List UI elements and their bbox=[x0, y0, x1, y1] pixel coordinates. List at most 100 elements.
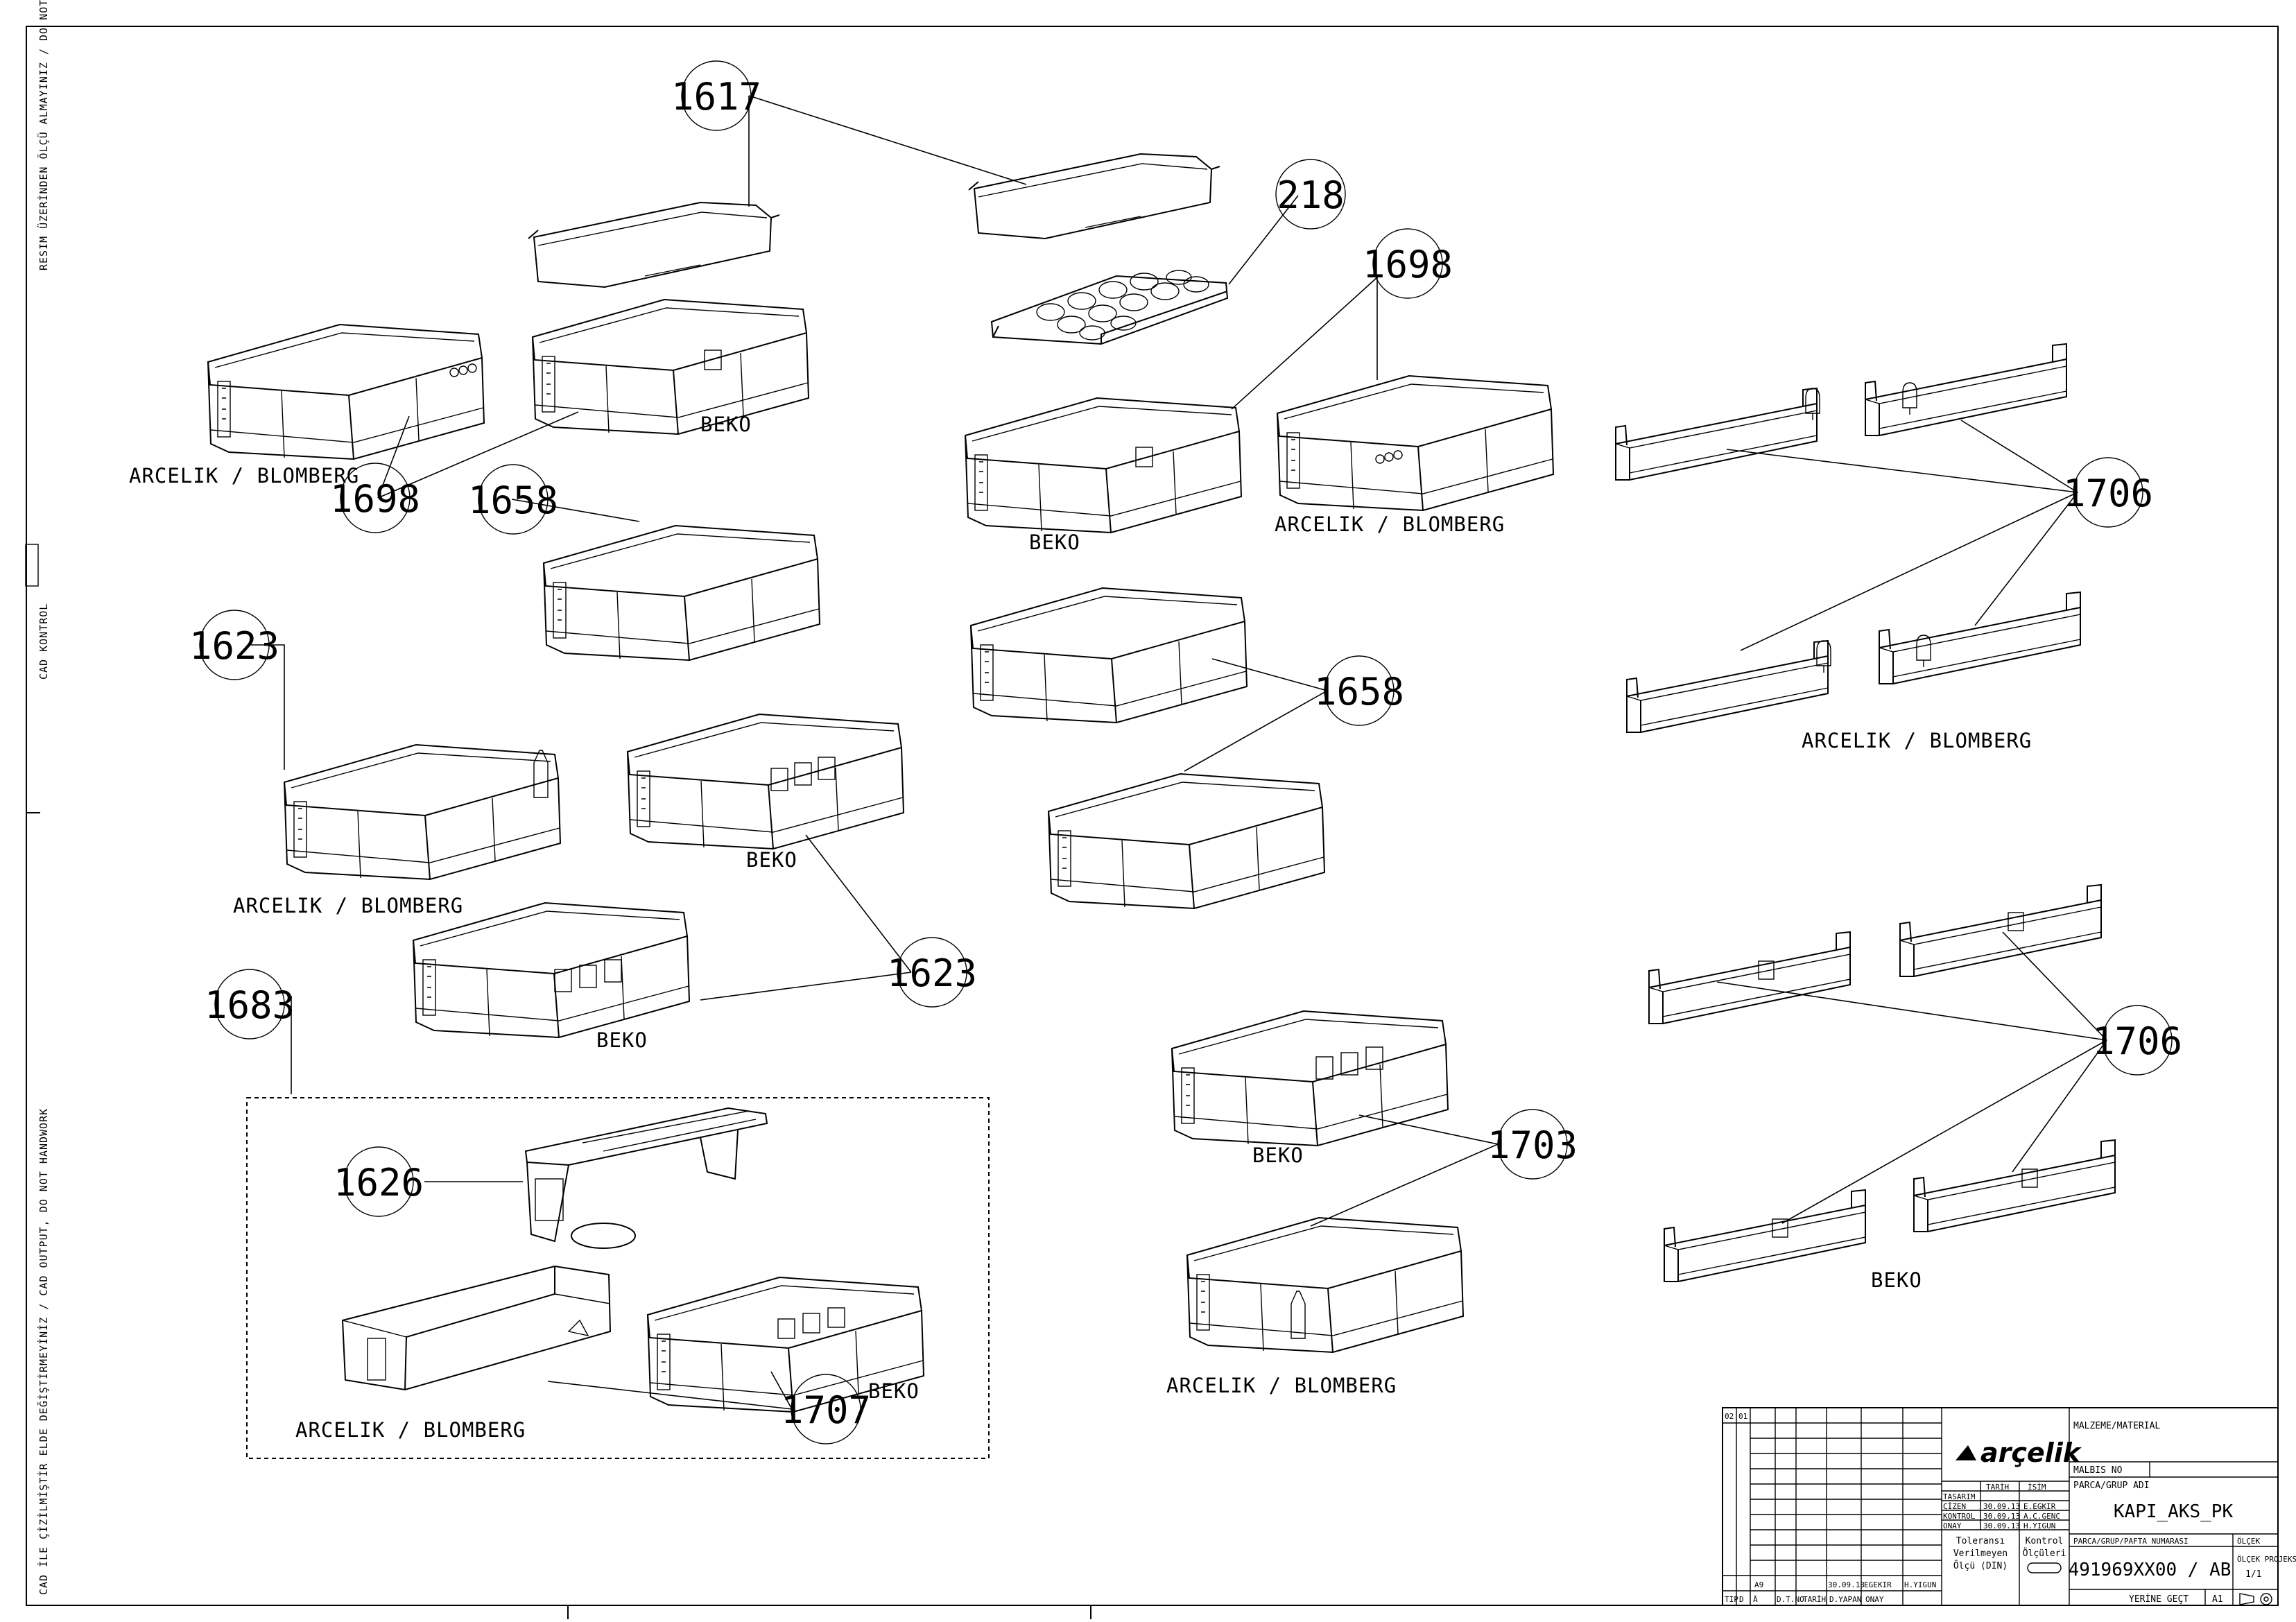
rev-date: 30.09.13 bbox=[1828, 1580, 1865, 1589]
bin-1698-arcelik bbox=[207, 324, 485, 460]
balloon-1706-top: 1706 bbox=[2063, 457, 2153, 528]
arcelik-logo-icon bbox=[1956, 1445, 1976, 1460]
rev-drawn-by: EGEKIR bbox=[1864, 1580, 1892, 1589]
side-note-cad-control: CAD KONTROL bbox=[37, 603, 50, 680]
control-line-2: Ölçüleri bbox=[2023, 1547, 2066, 1559]
label-beko-6: BEKO bbox=[1871, 1268, 1922, 1292]
control-line-1: Kontrol bbox=[2026, 1536, 2064, 1546]
svg-text:218: 218 bbox=[1277, 173, 1345, 217]
svg-text:1706: 1706 bbox=[2092, 1019, 2182, 1063]
bin-1703-arcelik bbox=[1186, 1217, 1464, 1353]
part-name: KAPI_AKS_PK bbox=[2114, 1501, 2234, 1522]
rev-code: A9 bbox=[1754, 1580, 1763, 1589]
bin-1658-b bbox=[970, 587, 1248, 723]
row-approve-date: 30.09.13 bbox=[1983, 1521, 2020, 1530]
label-arcelik-3: ARCELIK / BLOMBERG bbox=[233, 894, 463, 917]
row-approve-role: ONAY bbox=[1943, 1521, 1962, 1530]
label-beko-1: BEKO bbox=[700, 413, 752, 436]
projection-symbol-icon bbox=[2239, 1593, 2272, 1605]
balloon-1626: 1626 bbox=[334, 1146, 424, 1217]
material-label: MALZEME/MATERIAL bbox=[2073, 1421, 2160, 1431]
side-note-do-not-scale: RESIM ÜZERİNDEN ÖLÇÜ ALMAYINIZ / DO NOT … bbox=[37, 0, 50, 270]
icecream-sticker-icon bbox=[1758, 912, 2038, 1238]
svg-text:1626: 1626 bbox=[334, 1161, 424, 1205]
row-check-name: A.C.GENC bbox=[2023, 1512, 2060, 1521]
leader-lines bbox=[250, 95, 2107, 1410]
shelf-1706-b4 bbox=[1913, 1139, 2116, 1232]
bottle-sticker-icon bbox=[533, 750, 549, 798]
svg-text:1658: 1658 bbox=[1314, 670, 1404, 714]
balloon-1683: 1683 bbox=[205, 969, 295, 1039]
brand-logo: arçelik bbox=[1980, 1438, 2082, 1468]
rev-header-date: TARİH bbox=[1803, 1595, 1826, 1604]
rev-header-approval: ONAY bbox=[1865, 1595, 1884, 1604]
wine-glass-sticker-icon bbox=[567, 1319, 589, 1337]
lid-beko bbox=[968, 153, 1220, 239]
bin-1698-beko-2 bbox=[965, 397, 1242, 533]
drawing-frame bbox=[26, 26, 2279, 1606]
revision-01: 01 bbox=[1738, 1412, 1747, 1421]
balloon-218: 218 bbox=[1275, 159, 1346, 230]
side-note-cad-output: CAD İLE ÇİZİLMİŞTİR ELDE DEĞİŞTİRMEYİNİZ… bbox=[37, 1108, 50, 1595]
row-design-role: TASARIM bbox=[1943, 1492, 1976, 1501]
svg-text:1707: 1707 bbox=[781, 1388, 871, 1432]
shelf-1706-b1 bbox=[1648, 931, 1851, 1024]
shelf-1706-a3 bbox=[1626, 640, 1829, 733]
balloon-1706-bottom: 1706 bbox=[2092, 1005, 2182, 1076]
label-arcelik-4: ARCELIK / BLOMBERG bbox=[1802, 729, 2032, 752]
row-drawn-role: ÇİZEN bbox=[1943, 1502, 1966, 1511]
shelf-1706-b3 bbox=[1664, 1189, 1866, 1282]
shelf-1706-a1 bbox=[1615, 388, 1818, 481]
tolerance-line-1: Toleransı bbox=[1956, 1536, 2005, 1546]
bottle-stickers-icon bbox=[770, 757, 836, 791]
balloon-1617: 1617 bbox=[671, 60, 761, 131]
rev-header-a: Ä bbox=[1753, 1595, 1758, 1604]
balloon-1698-right: 1698 bbox=[1363, 228, 1453, 299]
svg-text:1698: 1698 bbox=[1363, 243, 1453, 286]
svg-text:1623: 1623 bbox=[887, 951, 977, 995]
row-drawn-name: E.EGKIR bbox=[2023, 1502, 2056, 1511]
row-drawn-date: 30.09.13 bbox=[1983, 1502, 2020, 1511]
row-check-role: KONTROL bbox=[1943, 1512, 1976, 1521]
cad-control-stamp-box bbox=[25, 544, 39, 587]
label-beko-3: BEKO bbox=[746, 848, 797, 872]
revision-02: 02 bbox=[1725, 1412, 1734, 1421]
balloon-1623-right: 1623 bbox=[887, 937, 977, 1008]
label-beko-7: BEKO bbox=[868, 1379, 920, 1403]
rev-header-dtno: D.T.NO bbox=[1777, 1595, 1804, 1604]
label-beko-4: BEKO bbox=[596, 1028, 648, 1052]
control-dims-symbol bbox=[2027, 1562, 2062, 1573]
label-arcelik-5: ARCELIK / BLOMBERG bbox=[1166, 1374, 1397, 1397]
svg-text:1703: 1703 bbox=[1487, 1123, 1578, 1167]
svg-text:1617: 1617 bbox=[671, 75, 761, 119]
scale-label: ÖLÇEK bbox=[2237, 1537, 2260, 1546]
row-check-date: 30.09.13 bbox=[1983, 1512, 2020, 1521]
scale-value: 1/1 bbox=[2245, 1569, 2261, 1580]
bin-1707-arcelik bbox=[341, 1265, 612, 1391]
shelf-1706-b2 bbox=[1899, 884, 2102, 977]
rev-header-d: D bbox=[1739, 1595, 1744, 1604]
title-block: 02 01 A9 30.09.13 EGEKIR H.YIGUN TIP bbox=[1722, 1407, 2296, 1606]
projection-label: ÖLÇEK PROJEKSİYON bbox=[2237, 1555, 2296, 1564]
part-name-label: PARCA/GRUP ADI bbox=[2073, 1481, 2150, 1491]
label-beko-5: BEKO bbox=[1252, 1144, 1304, 1167]
lid-arcelik bbox=[528, 202, 780, 288]
egg-badge-icon bbox=[704, 350, 722, 370]
svg-text:1658: 1658 bbox=[468, 478, 558, 522]
shelf-1706-a4 bbox=[1879, 592, 2081, 684]
rev-header-maker: D.YAPAN bbox=[1829, 1595, 1861, 1604]
egg-dots-icon-2 bbox=[1375, 450, 1403, 464]
tolerance-line-2: Verilmeyen bbox=[1953, 1548, 2008, 1559]
label-arcelik-1: ARCELIK / BLOMBERG bbox=[129, 464, 359, 488]
col-date: TARİH bbox=[1986, 1483, 2009, 1492]
popsicle-sticker-icon bbox=[1805, 382, 1931, 673]
balloon-1658-right: 1658 bbox=[1314, 655, 1404, 726]
bin-1623-arcelik bbox=[284, 744, 561, 880]
svg-text:1683: 1683 bbox=[205, 983, 295, 1027]
col-name: İSİM bbox=[2028, 1483, 2046, 1492]
part-number-label: PARCA/GRUP/PAFTA NUMARASI bbox=[2073, 1537, 2189, 1546]
label-arcelik-2: ARCELIK / BLOMBERG bbox=[1275, 512, 1505, 536]
balloon-1707: 1707 bbox=[781, 1374, 871, 1444]
rev-approved-by: H.YIGUN bbox=[1904, 1580, 1936, 1589]
